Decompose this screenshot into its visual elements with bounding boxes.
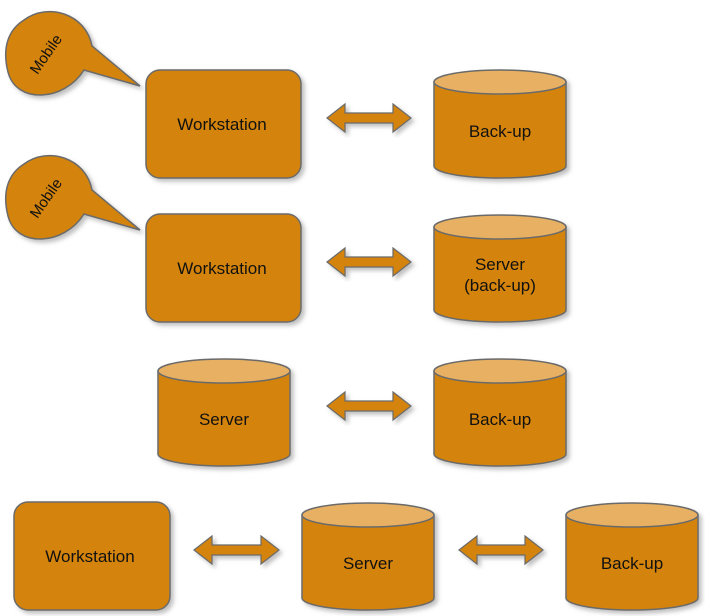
workstation-label-1: Workstation bbox=[177, 115, 266, 134]
server-cylinder-1 bbox=[157, 358, 291, 467]
double-arrow-2 bbox=[326, 246, 412, 278]
row-4: Workstation Server Back-up bbox=[13, 501, 699, 611]
backup-label-3: Back-up bbox=[469, 410, 531, 429]
workstation-label-2: Workstation bbox=[177, 259, 266, 278]
server-cylinder-4 bbox=[301, 502, 435, 611]
server-backup-label-line2: (back-up) bbox=[464, 276, 536, 295]
server-backup-label-line1: Server bbox=[475, 255, 525, 274]
mobile-bubble-1 bbox=[4, 11, 141, 96]
row-3: Server Back-up bbox=[157, 358, 567, 467]
server-label-4: Server bbox=[343, 554, 393, 573]
backup-label-1: Back-up bbox=[469, 122, 531, 141]
backup-cylinder-4 bbox=[565, 502, 699, 611]
mobile-bubble-2 bbox=[4, 155, 141, 240]
backup-cylinder-1 bbox=[433, 69, 567, 179]
server-label-1: Server bbox=[199, 410, 249, 429]
workstation-label-4: Workstation bbox=[45, 547, 134, 566]
double-arrow-3 bbox=[326, 390, 412, 422]
workstation-box-1 bbox=[145, 69, 302, 179]
row-2: Mobile Workstation Server (back-up) bbox=[4, 155, 567, 323]
double-arrow-5 bbox=[458, 534, 544, 566]
workstation-box-4 bbox=[13, 501, 171, 611]
backup-cylinder-3 bbox=[433, 358, 567, 467]
row-1: Mobile Workstation Back-up bbox=[4, 11, 567, 179]
backup-label-4: Back-up bbox=[601, 554, 663, 573]
double-arrow-4 bbox=[193, 534, 280, 566]
double-arrow-1 bbox=[326, 102, 412, 134]
server-backup-cylinder bbox=[433, 214, 567, 323]
workstation-box-2 bbox=[145, 213, 302, 323]
